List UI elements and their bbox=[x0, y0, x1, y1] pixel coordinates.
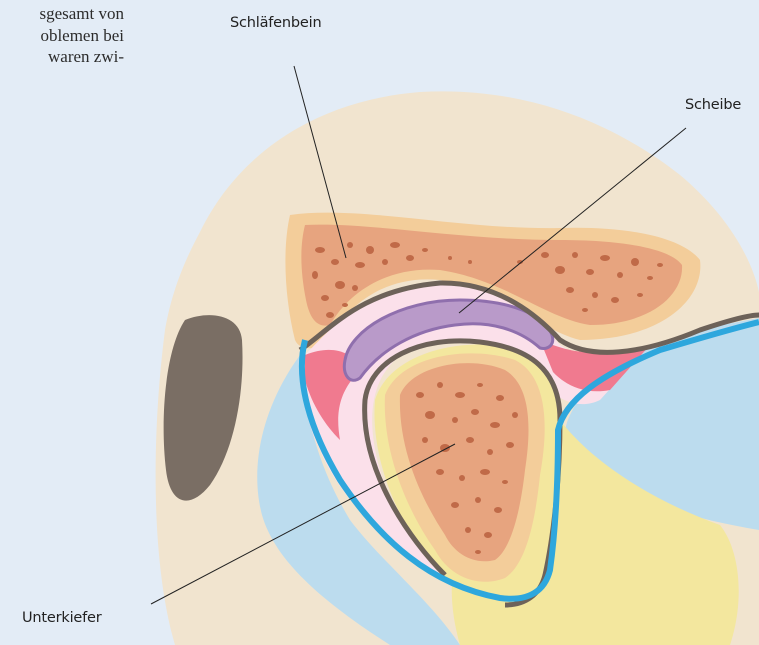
label-disc: Scheibe bbox=[685, 97, 741, 113]
body-text-fragment: sgesamt von oblemen bei waren zwi- bbox=[0, 0, 124, 68]
label-mandible: Unterkiefer bbox=[22, 610, 102, 626]
text-line: sgesamt von bbox=[0, 3, 124, 25]
text-line: oblemen bei bbox=[0, 25, 124, 47]
text-line: waren zwi- bbox=[0, 46, 124, 68]
label-temporal-bone: Schläfenbein bbox=[230, 15, 321, 31]
